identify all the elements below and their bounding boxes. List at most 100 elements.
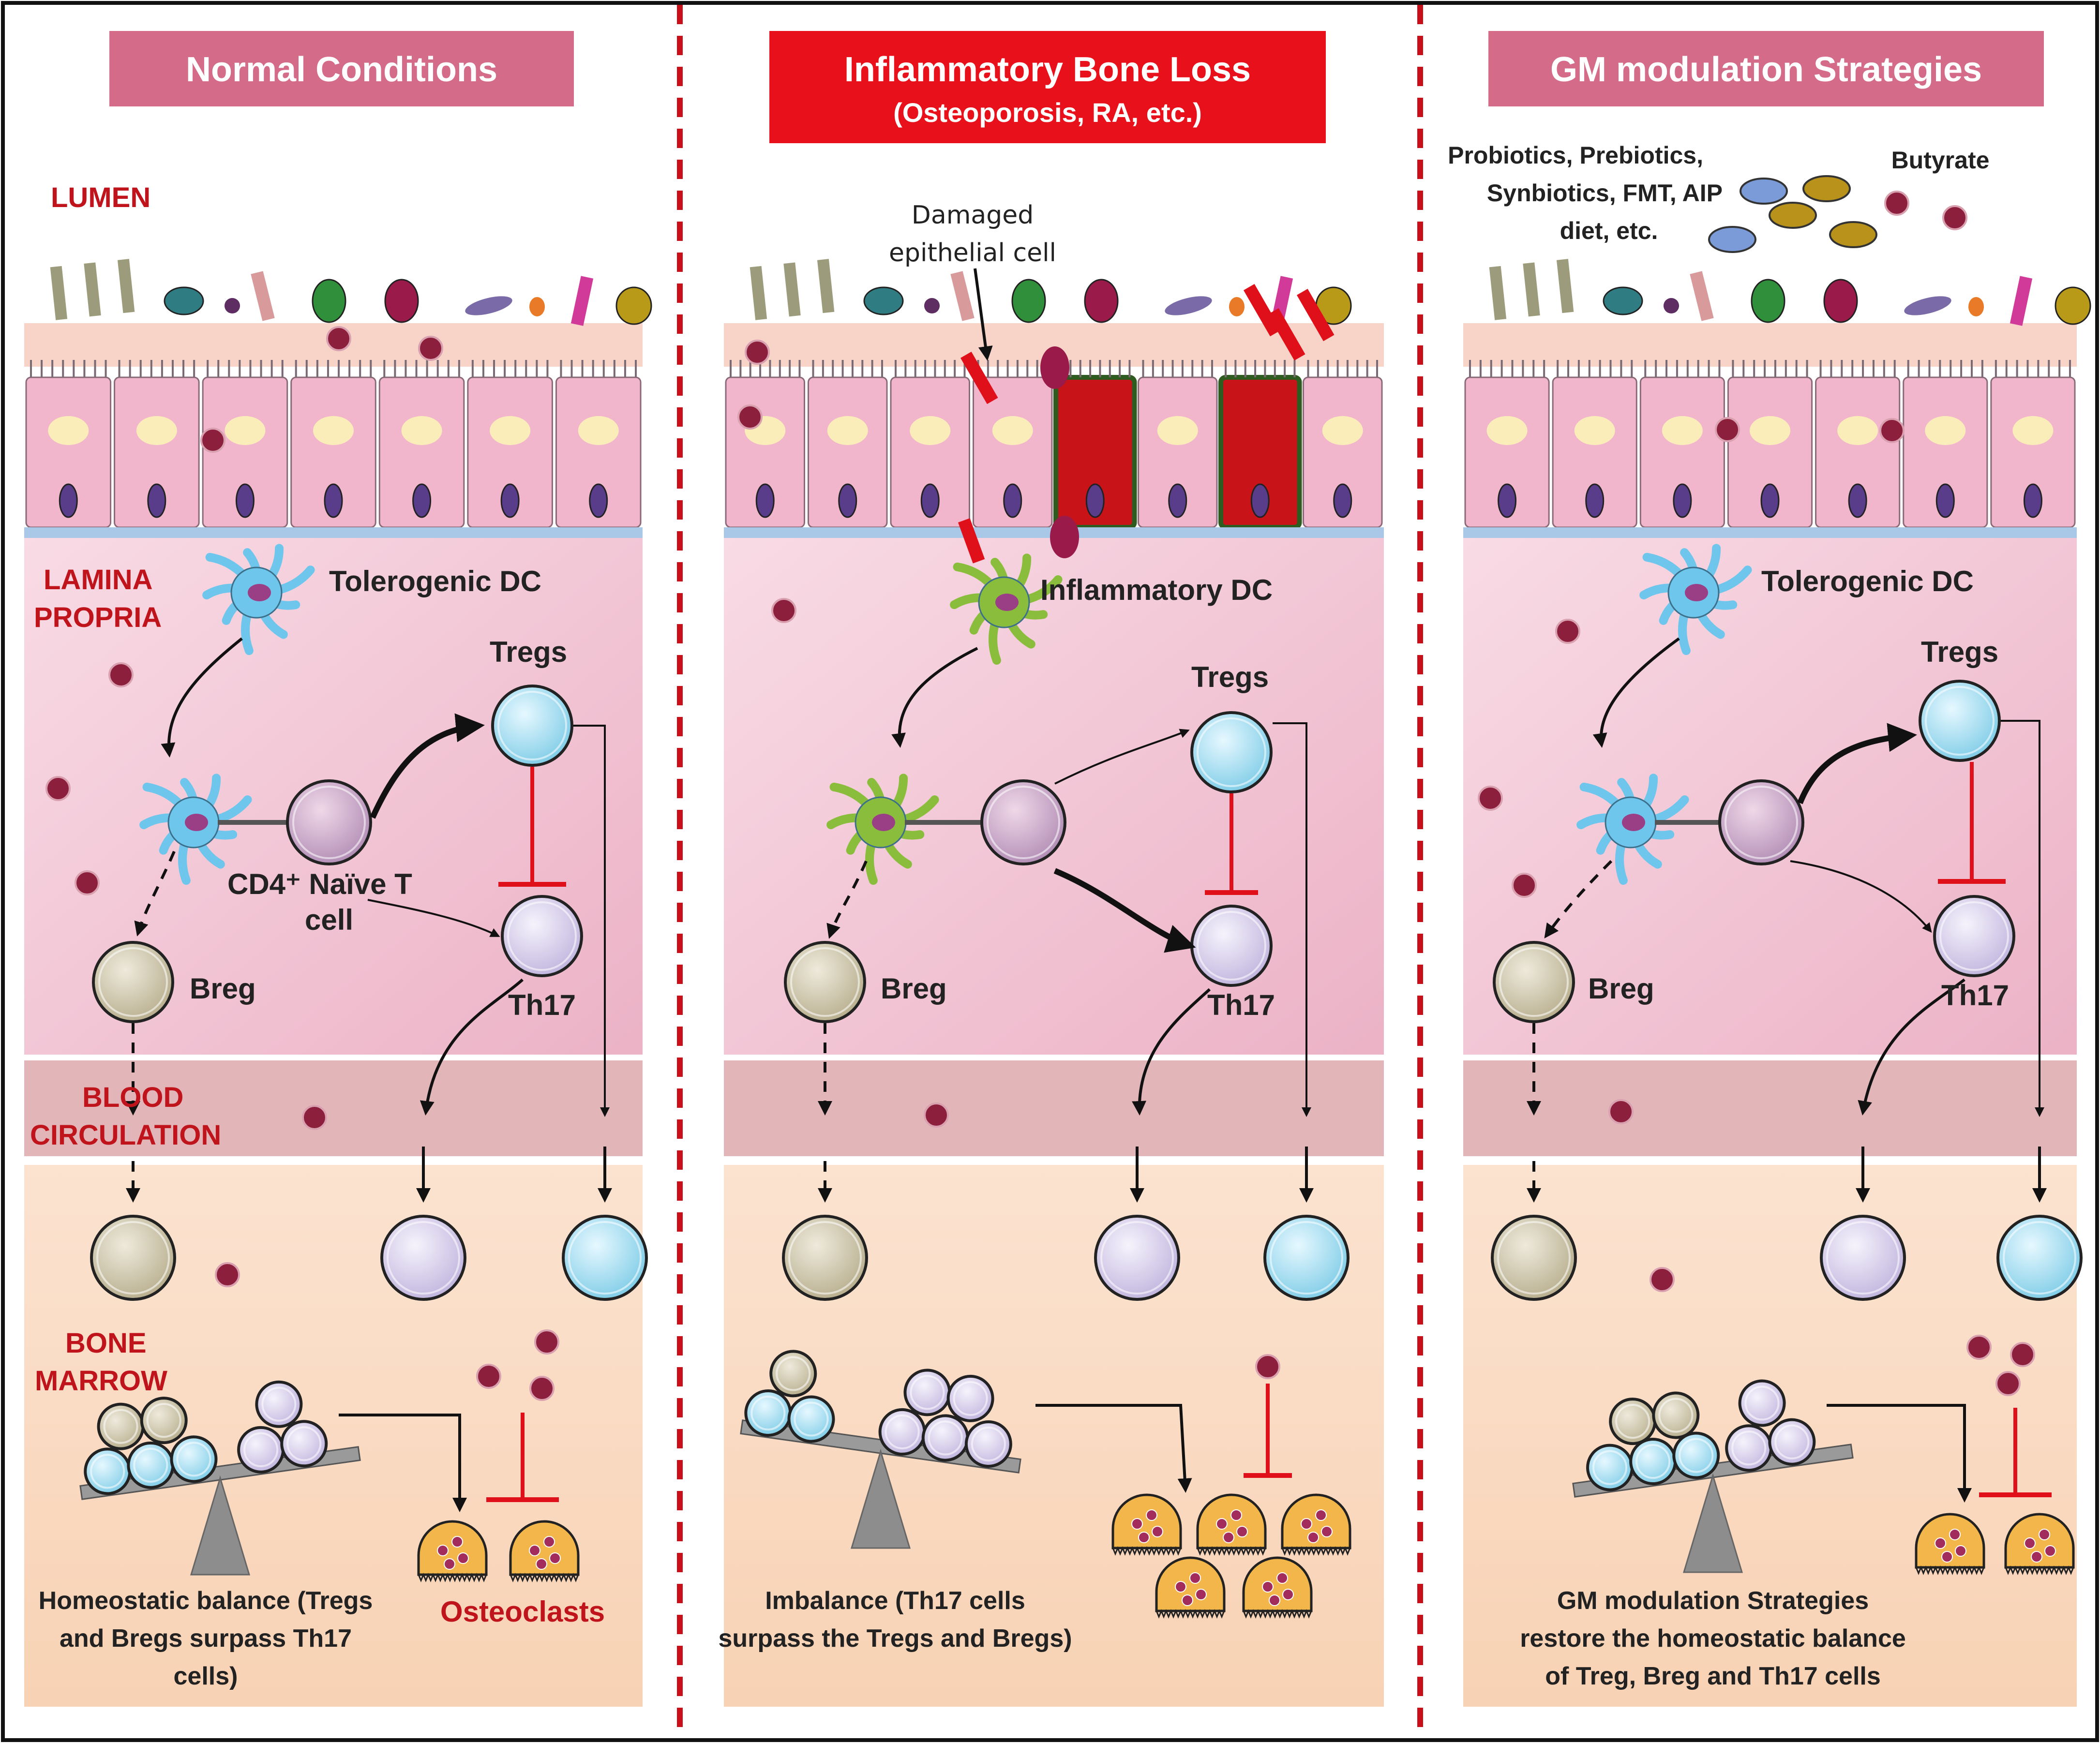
treg-cell <box>1190 711 1273 793</box>
osteoclast <box>1111 1493 1182 1556</box>
osteoclast-nucleus <box>457 1552 469 1564</box>
osteoclast-body <box>1242 1556 1313 1612</box>
osteoclast-body <box>1915 1513 1985 1569</box>
seesaw-fulcrum <box>1682 1473 1743 1573</box>
treg-cell-membrane <box>133 1447 168 1483</box>
pathobiont-translocating <box>1050 516 1079 558</box>
arrow-th17-circulate <box>1132 988 1211 1116</box>
osteoclast-nucleus <box>1935 1537 1946 1549</box>
microbiota-row <box>750 259 1352 326</box>
osteoclast-nucleus <box>444 1558 455 1570</box>
balance-seesaw <box>1572 1379 1854 1498</box>
microvilli <box>1995 360 2071 377</box>
tregs-label: Tregs <box>490 636 567 668</box>
epithelial-nucleus <box>920 483 940 518</box>
osteoclast-nucleus <box>1282 1589 1294 1600</box>
arrow-treg-circulate <box>573 725 610 1117</box>
tolerogenic-dc <box>1639 544 1752 655</box>
seesaw-fulcrum <box>850 1448 911 1549</box>
bacterium <box>1690 271 1714 321</box>
bacterium <box>1489 266 1507 320</box>
treg-cell-membrane <box>750 1395 786 1430</box>
butyrate-molecule <box>1715 417 1740 442</box>
arrow-treg-circulate <box>2001 720 2044 1117</box>
treg-cell-membrane <box>1270 1221 1343 1295</box>
epithelial-nucleus <box>1333 483 1352 518</box>
bacterium <box>1011 279 1046 323</box>
breg-cell <box>782 1215 868 1301</box>
treg-cell-membrane <box>794 1401 829 1437</box>
inflammatory-dc <box>950 553 1063 665</box>
naive-t-label: CD4⁺ Naïve T <box>227 868 412 900</box>
osteoclast-nucleus <box>1301 1518 1312 1530</box>
butyrate-molecule <box>771 598 796 623</box>
panel-title: Normal Conditions <box>186 50 497 89</box>
golgi <box>1925 416 1966 445</box>
microvilli <box>471 360 549 377</box>
probiotic-capsule <box>1740 178 1788 205</box>
butyrate-molecule <box>1255 1354 1280 1379</box>
butyrate-molecule <box>1995 1371 2021 1396</box>
microvilli <box>1142 360 1213 377</box>
epithelial-nucleus <box>1760 483 1780 518</box>
treg-cell-membrane <box>497 691 567 760</box>
bacterium <box>1229 297 1245 316</box>
arrow-to-breg <box>826 860 868 939</box>
bacterium <box>1556 259 1574 313</box>
osteoclast <box>1915 1513 1985 1575</box>
bacterium <box>1968 297 1984 316</box>
th17-label: Th17 <box>1941 979 2009 1012</box>
osteoclast <box>1281 1493 1351 1556</box>
microvilli <box>812 360 883 377</box>
microvilli <box>1819 360 1896 377</box>
dc-label: Tolerogenic DC <box>329 565 541 597</box>
breg-cell <box>1491 1215 1577 1301</box>
bacterium <box>117 259 135 313</box>
th17-cell-membrane <box>910 1375 945 1410</box>
th17-cell <box>380 1215 466 1301</box>
bacterium <box>817 259 835 313</box>
epithelial-nucleus <box>1848 483 1867 518</box>
pathobiont <box>1040 346 1069 389</box>
butyrate-molecule <box>534 1329 559 1355</box>
microvilli <box>207 360 284 377</box>
osteoclast-ruffled-border <box>1197 1546 1266 1556</box>
th17-cell <box>1820 1215 1906 1301</box>
osteoclast-nucleus <box>1236 1526 1248 1537</box>
golgi <box>1157 416 1198 445</box>
title-box <box>109 31 574 106</box>
osteoclast-nucleus <box>1131 1518 1143 1530</box>
epithelial-nucleus <box>412 483 432 518</box>
th17-cell <box>501 895 583 977</box>
arrow-to-osteoclasts <box>339 1414 467 1512</box>
breg-cell-membrane <box>98 947 168 1017</box>
treg-cell-membrane <box>1592 1450 1628 1485</box>
breg-cell-membrane <box>776 1356 811 1391</box>
dc-nucleus <box>872 814 895 831</box>
breg-cell-membrane <box>146 1403 181 1438</box>
bone-marrow-label: BONE <box>65 1327 147 1359</box>
epithelial-nucleus <box>1498 483 1517 518</box>
osteoclast-ruffled-border <box>1915 1565 1985 1575</box>
butyrate-molecule <box>1942 205 1967 230</box>
caption-line: Homeostatic balance (Tregs <box>39 1587 373 1615</box>
bacterium <box>529 297 545 316</box>
osteoclast-body <box>1111 1493 1182 1549</box>
breg-cell-membrane <box>1615 1404 1650 1439</box>
arrow-dc-migrate <box>891 647 978 748</box>
dc-nucleus <box>1622 814 1645 831</box>
breg-cell-membrane <box>788 1221 862 1295</box>
osteoclast-nucleus <box>1230 1509 1242 1521</box>
pathogen-bacterium <box>1297 289 1335 342</box>
alert-title-box <box>769 31 1326 143</box>
epithelial-nucleus <box>838 483 857 518</box>
bacterium <box>1664 298 1679 313</box>
treg-cell-membrane <box>1679 1438 1714 1473</box>
treg-cell-membrane <box>2003 1221 2076 1295</box>
butyrate-molecule <box>1879 418 1905 443</box>
osteoclast-nucleus <box>1223 1532 1234 1543</box>
th17-cell <box>1190 905 1273 987</box>
lamina-label: PROPRIA <box>34 602 162 633</box>
osteoclast-ruffled-border <box>1155 1609 1225 1619</box>
golgi <box>827 416 868 445</box>
